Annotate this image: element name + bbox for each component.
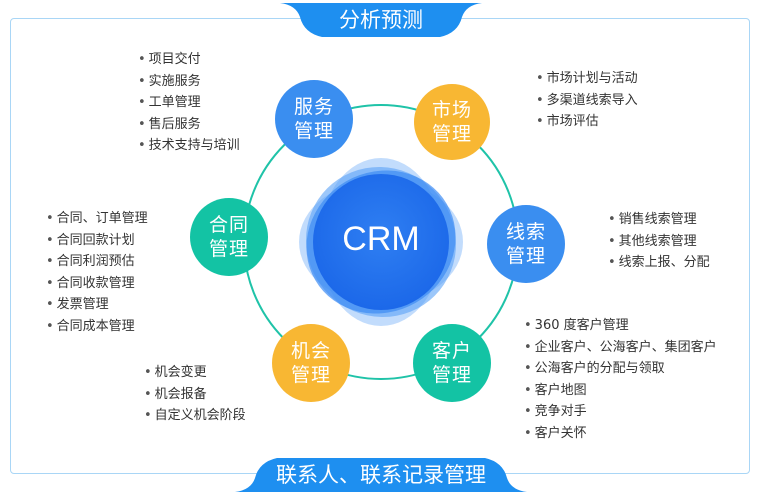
node-customer-line2: 管理 [431,364,472,386]
bottom-banner-label: 联系人、联系记录管理 [276,463,486,487]
node-lead-line2: 管理 [505,245,546,267]
list-item: 企业客户、公海客户、集团客户 [524,337,717,359]
node-market: 市场 管理 [414,84,490,160]
node-opportunity-line2: 管理 [290,364,331,386]
list-contract: 合同、订单管理 合同回款计划 合同利润预估 合同收款管理 发票管理 合同成本管理 [46,208,148,337]
node-lead: 线索 管理 [487,205,565,283]
list-item: 实施服务 [138,71,240,93]
list-opportunity: 机会变更 机会报备 自定义机会阶段 [144,362,246,427]
top-banner-shape [280,3,482,37]
bottom-banner-shape [235,458,527,492]
list-item: 合同收款管理 [46,273,148,295]
node-service: 服务 管理 [275,80,353,158]
list-item: 客户地图 [524,380,717,402]
list-item: 合同成本管理 [46,316,148,338]
list-item: 自定义机会阶段 [144,405,246,427]
node-service-line2: 管理 [293,120,334,142]
list-item: 销售线索管理 [608,209,710,231]
list-item: 发票管理 [46,294,148,316]
node-contract: 合同 管理 [190,198,268,276]
list-item: 合同利润预估 [46,251,148,273]
list-service: 项目交付 实施服务 工单管理 售后服务 技术支持与培训 [138,49,240,157]
node-contract-line1: 合同 [208,214,249,236]
crm-center-shape [299,158,463,326]
list-item: 合同、订单管理 [46,208,148,230]
node-opportunity: 机会 管理 [272,324,350,402]
list-item: 客户关怀 [524,423,717,445]
list-item: 机会报备 [144,384,246,406]
node-market-line2: 管理 [431,123,472,145]
list-item: 合同回款计划 [46,230,148,252]
node-customer-line1: 客户 [431,340,472,362]
list-lead: 销售线索管理 其他线索管理 线索上报、分配 [608,209,710,274]
crm-label: CRM [342,220,420,258]
list-item: 多渠道线索导入 [536,90,638,112]
list-item: 售后服务 [138,114,240,136]
list-item: 项目交付 [138,49,240,71]
list-item: 市场评估 [536,111,638,133]
list-item: 市场计划与活动 [536,68,638,90]
list-customer: 360 度客户管理 企业客户、公海客户、集团客户 公海客户的分配与领取 客户地图… [524,315,717,444]
list-item: 技术支持与培训 [138,135,240,157]
node-customer: 客户 管理 [413,324,491,402]
node-market-line1: 市场 [431,99,472,121]
node-contract-line2: 管理 [208,238,249,260]
top-banner-label: 分析预测 [339,8,423,32]
list-item: 其他线索管理 [608,231,710,253]
list-item: 线索上报、分配 [608,252,710,274]
list-market: 市场计划与活动 多渠道线索导入 市场评估 [536,68,638,133]
list-item: 工单管理 [138,92,240,114]
list-item: 公海客户的分配与领取 [524,358,717,380]
node-lead-line1: 线索 [505,221,546,243]
list-item: 竞争对手 [524,401,717,423]
list-item: 360 度客户管理 [524,315,717,337]
bottom-banner: 联系人、联系记录管理 [235,458,527,492]
node-opportunity-line1: 机会 [290,340,331,362]
node-service-line1: 服务 [293,96,334,118]
list-item: 机会变更 [144,362,246,384]
top-banner: 分析预测 [280,3,482,37]
